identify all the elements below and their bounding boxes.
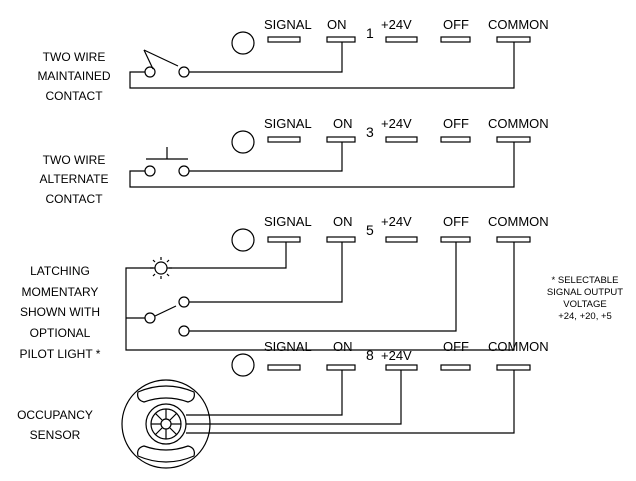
header-plus24v: +24V (381, 348, 412, 363)
wire-to-on (189, 242, 343, 303)
terminal-signal (267, 364, 301, 371)
terminal-number: 8 (366, 347, 374, 363)
terminal-common (496, 236, 531, 243)
note-line: * SELECTABLE (552, 275, 619, 286)
device-label-line: LATCHING (30, 264, 90, 278)
header-on: ON (333, 116, 353, 131)
header-on: ON (333, 214, 353, 229)
device-label-line: TWO WIRE (43, 153, 106, 167)
header-plus24v: +24V (381, 116, 412, 131)
device-label-line: MAINTAINED (37, 69, 110, 83)
terminal-number: 1 (366, 25, 374, 41)
device-label-line: MOMENTARY (22, 285, 99, 299)
terminal-on (326, 236, 356, 243)
note-line: +24, +20, +5 (558, 311, 612, 322)
maintained-switch-symbol (143, 49, 190, 78)
wire-to-common (129, 142, 515, 188)
terminal-plus24v (385, 364, 418, 371)
device-label-line: SHOWN WITH (20, 305, 100, 319)
device-label-line: PILOT LIGHT * (20, 347, 101, 361)
device-label-line: CONTACT (45, 89, 103, 103)
device-label-line: OPTIONAL (30, 326, 91, 340)
wire-to-on (186, 370, 343, 416)
terminal-number: 5 (366, 222, 374, 238)
wire-to-plus24v (186, 370, 402, 425)
momentary-switch-symbol (144, 296, 190, 337)
header-signal: SIGNAL (264, 17, 312, 32)
panel-5-knockout-circle (231, 228, 255, 252)
panel-1-knockout-circle (231, 31, 255, 55)
device-label-line: CONTACT (45, 192, 103, 206)
header-signal: SIGNAL (264, 214, 312, 229)
panel-8-knockout-circle (231, 353, 255, 377)
wire-to-common (186, 370, 515, 434)
terminal-on (326, 36, 356, 43)
panel-alternate: SIGNAL ON +24V OFF COMMON 3 TWO WIRE ALT… (40, 116, 549, 206)
header-off: OFF (443, 17, 469, 32)
wire-to-common (125, 242, 515, 351)
header-on: ON (327, 17, 347, 32)
header-plus24v: +24V (381, 214, 412, 229)
terminal-plus24v (385, 236, 418, 243)
panel-latching: SIGNAL ON +24V OFF COMMON 5 LATCHING MOM… (20, 214, 624, 361)
terminal-on (326, 364, 356, 371)
device-label-line: TWO WIRE (43, 50, 106, 64)
panel-maintained: SIGNAL ON +24V OFF COMMON 1 TWO WIRE MAI… (37, 17, 548, 103)
terminal-signal (267, 136, 301, 143)
terminal-plus24v (385, 36, 418, 43)
panel-occupancy: SIGNAL ON +24V OFF COMMON 8 OCCUPANCY SE… (17, 339, 549, 469)
header-off: OFF (443, 339, 469, 354)
panel-3-knockout-circle (231, 130, 255, 154)
terminal-common (496, 36, 531, 43)
terminal-off (440, 364, 471, 371)
pushbutton-switch-symbol (144, 147, 190, 177)
header-common: COMMON (488, 17, 549, 32)
note-line: SIGNAL OUTPUT (547, 287, 623, 298)
wire-to-on (189, 42, 343, 73)
header-plus24v: +24V (381, 17, 412, 32)
terminal-signal (267, 236, 301, 243)
wire-to-off (189, 242, 457, 332)
header-on: ON (333, 339, 353, 354)
terminal-common (496, 364, 531, 371)
terminal-off (440, 136, 471, 143)
device-label-line: SENSOR (30, 428, 81, 442)
header-common: COMMON (488, 116, 549, 131)
header-common: COMMON (488, 214, 549, 229)
wire-to-signal (167, 242, 287, 269)
terminal-on (326, 136, 356, 143)
header-off: OFF (443, 214, 469, 229)
terminal-off (440, 36, 471, 43)
header-signal: SIGNAL (264, 339, 312, 354)
terminal-number: 3 (366, 124, 374, 140)
terminal-signal (267, 36, 301, 43)
device-label-line: OCCUPANCY (17, 408, 93, 422)
occupancy-sensor-icon (121, 379, 211, 469)
terminal-common (496, 136, 531, 143)
wire-to-on (189, 142, 343, 172)
header-off: OFF (443, 116, 469, 131)
terminal-plus24v (385, 136, 418, 143)
header-common: COMMON (488, 339, 549, 354)
terminal-off (440, 236, 471, 243)
header-signal: SIGNAL (264, 116, 312, 131)
note-line: VOLTAGE (563, 299, 606, 310)
device-label-line: ALTERNATE (40, 172, 109, 186)
wire-to-common (129, 42, 515, 89)
